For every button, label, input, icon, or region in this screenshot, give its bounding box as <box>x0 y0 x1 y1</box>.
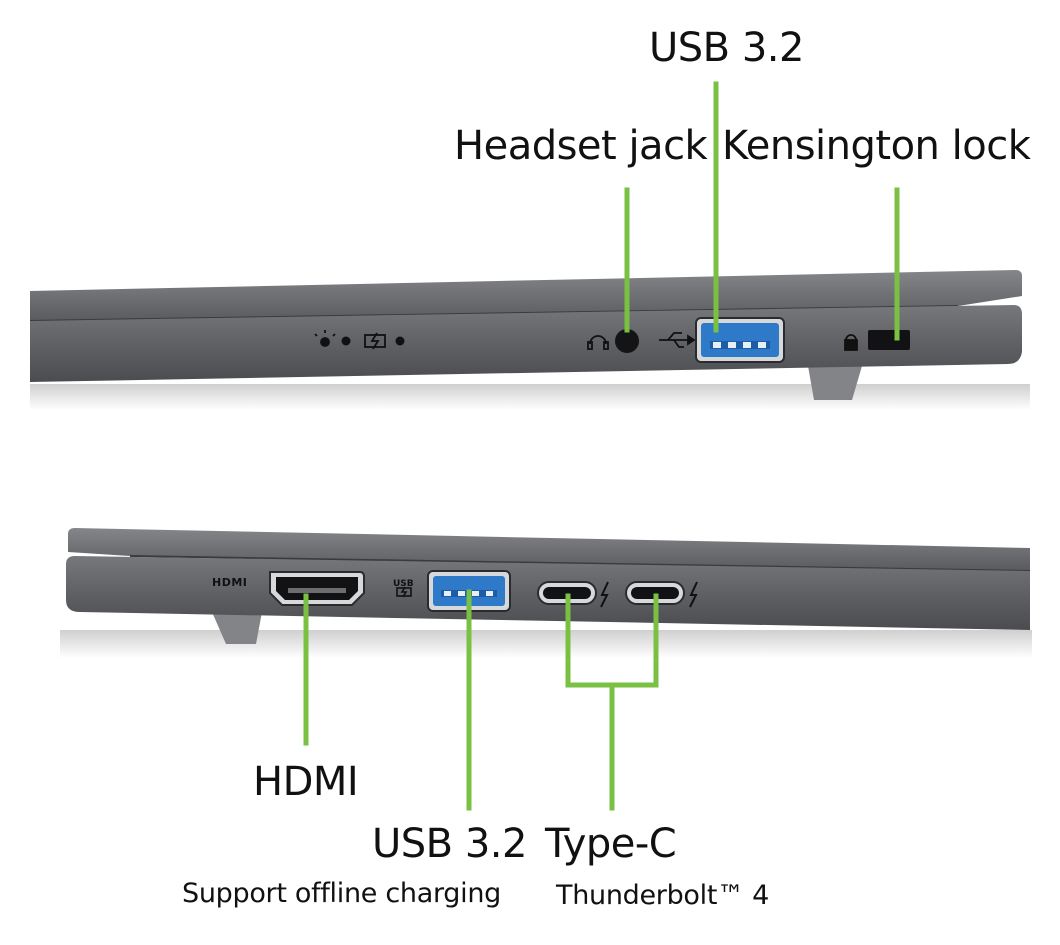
svg-text:USB: USB <box>393 579 414 589</box>
label-headset-jack: Headset jack <box>454 123 708 169</box>
usb-charge-icon: USB <box>393 579 414 598</box>
hdmi-logo-icon: HDMI <box>212 576 247 589</box>
usb-symbol-icon <box>659 332 696 348</box>
laptop-left-side: HDMI USB <box>60 528 1032 658</box>
label-hdmi: HDMI <box>253 759 359 805</box>
floor-shadow-left <box>60 630 1032 658</box>
label-typec-note: Thunderbolt™ 4 <box>556 880 769 911</box>
callout-typec <box>565 593 659 811</box>
label-usb-left: USB 3.2 <box>372 821 527 867</box>
thunderbolt-icon <box>689 581 698 608</box>
led-power-icon <box>314 330 336 347</box>
battery-indicator <box>395 336 405 346</box>
callout-lines <box>303 81 900 811</box>
kensington-lock-slot <box>868 330 910 350</box>
laptop-right-side <box>29 270 1030 410</box>
laptop-foot <box>808 366 862 400</box>
headset-icon <box>587 335 609 350</box>
label-kensington-lock: Kensington lock <box>722 123 1031 169</box>
laptop-foot-left <box>212 612 262 644</box>
laptop-lid-left <box>68 528 1030 571</box>
floor-shadow <box>30 384 1030 410</box>
kensington-lock-icon <box>844 334 858 351</box>
label-usb-right: USB 3.2 <box>649 25 804 71</box>
label-typec: Type-C <box>545 821 677 867</box>
led-power-indicator <box>341 336 351 346</box>
label-usb-note: Support offline charging <box>182 878 501 909</box>
thunderbolt-icon <box>600 581 609 608</box>
headset-jack-port <box>615 329 639 353</box>
battery-charge-icon <box>364 332 386 350</box>
